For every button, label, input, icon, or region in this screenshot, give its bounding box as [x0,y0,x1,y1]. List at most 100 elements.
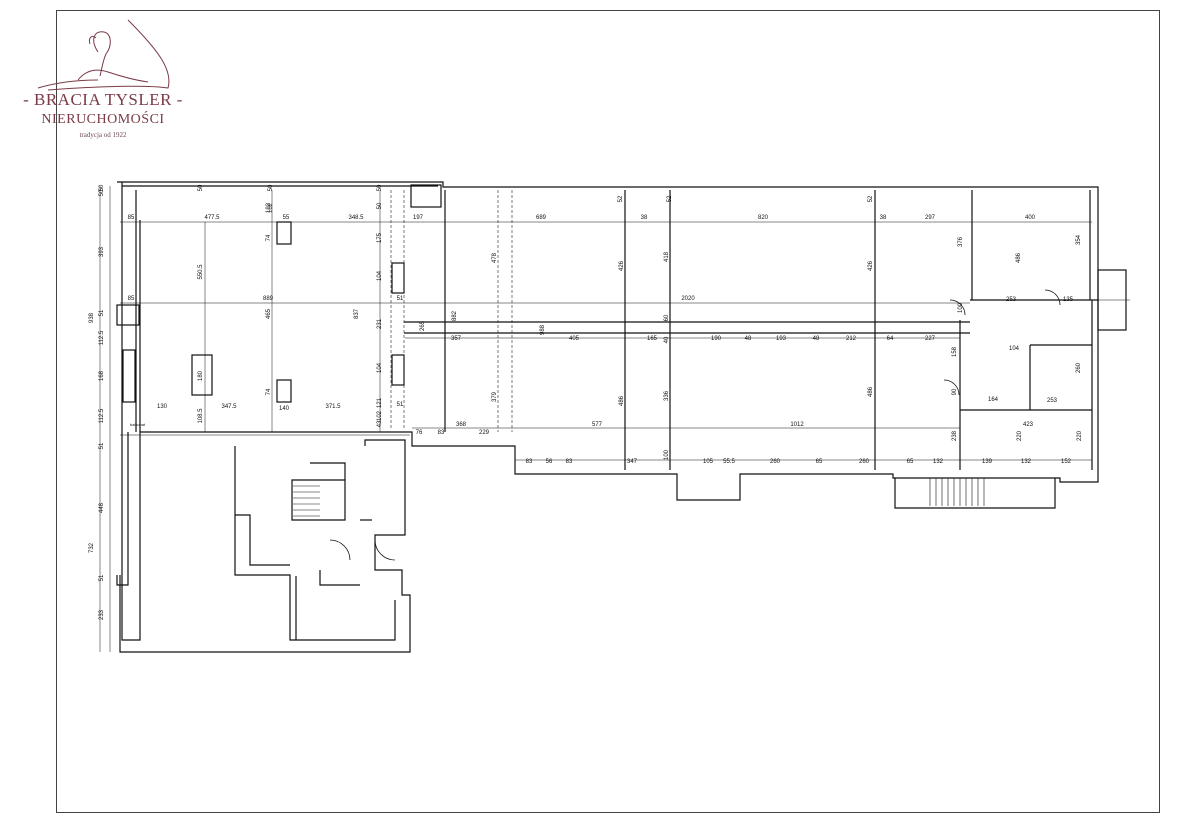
dim-left-7: 51 [99,442,105,449]
dim-top-8: 38 [880,215,887,221]
dim-wall-2: 50 [268,184,274,191]
dim-wing-7: 102 [377,410,383,421]
dim-wing-0: 550.5 [198,264,204,280]
dim-top-10: 400 [1025,215,1036,221]
dim-low-15: 260 [859,459,870,465]
dim-left-6: 112.5 [99,408,105,423]
dim-right-13: 220 [1017,430,1023,441]
dim-low-12: 55.5 [723,459,735,465]
dim-low-13: 260 [770,459,781,465]
dim-low-18: 139 [982,459,993,465]
dim-low-6: 83 [526,459,533,465]
dim-wing-6: 102 [266,202,272,213]
dim-wing-13: 43 [377,420,383,427]
dim-wing-2: 837 [354,308,360,319]
dim-wing-22: 180 [198,370,204,381]
dim-left-8: 448 [99,502,105,513]
dim-room-8: 882 [452,310,458,321]
dim-wing-15: 51 [397,402,404,408]
dim-low-3: 229 [479,430,490,436]
dim-low-14: 65 [816,459,823,465]
dim-low-17: 132 [933,459,944,465]
dim-low-10: 100 [664,449,670,460]
dim-right-11: 423 [1023,422,1034,428]
dim-room-2: 418 [664,251,670,262]
dim-low-9: 347 [627,459,638,465]
dim-wall-1: 50 [198,184,204,191]
dim-wing-10: 231 [377,318,383,329]
dim-left-11: 233 [99,609,105,620]
dim-wall-3: 102 [268,202,274,213]
dim-right-5: 100 [958,302,964,313]
dim-wing-14: 51 [397,296,404,302]
dim-right-7: 90 [952,388,958,395]
dim-wall-4: 50 [377,184,383,191]
dim-wing-20: 140 [279,406,290,412]
dim-right-8: 164 [988,397,999,403]
door-swings [329,289,1061,561]
dim-low-0: 76 [416,430,423,436]
dim-right-14: 220 [1077,430,1083,441]
dim-corr-8: 64 [887,336,894,342]
dim-low-5: 1012 [790,422,804,428]
dim-wall-5: 50 [377,202,383,209]
sheet-frame [56,10,1160,813]
dim-wing-4: 74 [266,234,272,241]
dim-wing-8: 175 [377,232,383,243]
dim-low-7: 56 [546,459,553,465]
dim-room-7: 486 [868,386,874,397]
dim-corr-1: 405 [569,336,580,342]
dim-wing-3: 889 [263,296,274,302]
dim-wall-8: 52 [868,195,874,202]
dim-right-0: 376 [958,236,964,247]
dim-right-15: 260 [1076,362,1082,373]
dim-top-1: 477.5 [204,215,220,221]
dim-wing-18: 347.5 [221,404,237,410]
dim-left-2: 938 [89,312,95,323]
dim-wall-6: 52 [618,195,624,202]
dim-right-3: 253 [1006,297,1017,303]
dim-room-12: 40 [664,336,670,343]
dim-right-12: 238 [952,430,958,441]
dim-long-0: 2020 [681,296,695,302]
dim-wing-19: 108.5 [198,408,204,424]
dim-corr-3: 190 [711,336,722,342]
dim-left-10: 51 [99,574,105,581]
dim-top-0: 85 [128,215,135,221]
dim-right-4: 135 [1063,297,1074,303]
dimension-lines [99,186,1130,652]
dim-corr-0: 357 [451,336,462,342]
dim-left-3: 51 [99,309,105,316]
dim-left-5: 168 [99,370,105,381]
dim-wall-0: 50 [99,184,105,191]
dim-wing-1: 465 [266,308,272,319]
dim-left-0: 50 [99,189,105,196]
dim-room-1: 426 [619,260,625,271]
brand-name: - BRACIA TYSLER - [23,90,183,109]
brand-logo: - BRACIA TYSLER - NIERUCHOMOŚCI tradycja… [8,10,198,145]
dim-corr-5: 193 [776,336,787,342]
dim-wall-7: 52 [667,195,673,202]
dim-low-11: 105 [703,459,714,465]
dim-room-6: 336 [664,390,670,401]
label-balkonat: balkonat [130,422,146,427]
dim-corr-4: 48 [745,336,752,342]
dim-corr-7: 212 [846,336,857,342]
dim-corr-9: 227 [925,336,936,342]
dim-low-16: 65 [907,459,914,465]
dim-low-1: 83 [438,430,445,436]
dim-room-4: 379 [492,391,498,402]
dim-right-6: 158 [952,346,958,357]
brand-tagline: tradycja od 1922 [79,131,127,139]
dim-room-10: 265 [420,320,426,331]
dim-wing-12: 121 [377,397,383,408]
brand-subtitle: NIERUCHOMOŚCI [41,112,165,127]
dim-top-3: 348.5 [348,215,364,221]
dim-low-19: 132 [1021,459,1032,465]
dim-top-4: 197 [413,215,424,221]
dim-corr-2: 165 [647,336,658,342]
dim-right-10: 104 [1009,346,1020,352]
dim-low-8: 83 [566,459,573,465]
